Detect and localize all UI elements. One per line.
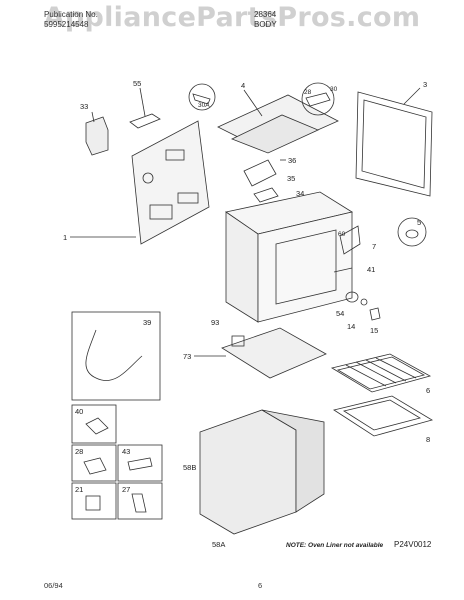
- callout-34: 34: [296, 189, 304, 198]
- callout-54: 54: [336, 309, 344, 318]
- part-58-insulation: [199, 409, 297, 535]
- part-36-shape: [243, 159, 277, 187]
- callout-28a: 28: [304, 89, 312, 96]
- detail-5-circle: [397, 217, 427, 247]
- callout-8: 8: [426, 435, 430, 444]
- publication-number: 5995214548: [44, 20, 89, 29]
- part-35-shape: [253, 187, 279, 203]
- callout-28b: 28: [75, 447, 83, 456]
- callout-1: 1: [63, 233, 67, 242]
- callout-6: 6: [426, 386, 430, 395]
- callout-58b: 58B: [183, 463, 196, 472]
- part-6-oven-rack: [330, 353, 432, 393]
- part-8-broiler-pan: [333, 395, 434, 437]
- part-73-panel: [221, 327, 327, 379]
- detail-30-circle: [301, 82, 335, 116]
- callout-4: 4: [241, 81, 245, 90]
- callout-27: 27: [122, 485, 130, 494]
- part-54-shape: [345, 291, 359, 303]
- callout-93: 93: [211, 318, 219, 327]
- wire-harness: [85, 329, 143, 381]
- callout-21: 21: [75, 485, 83, 494]
- callout-41: 41: [367, 265, 375, 274]
- callout-30a: 30A: [198, 102, 210, 109]
- watermark: AppliancePartsPros.com: [43, 2, 421, 33]
- callout-3: 3: [423, 80, 427, 89]
- callout-5: 5: [417, 218, 421, 227]
- callout-36: 36: [288, 156, 296, 165]
- part-3-side-panel: [355, 91, 433, 197]
- oven-body: [257, 211, 353, 323]
- part-1-back-panel: [131, 120, 210, 245]
- part-33-shape: [85, 116, 109, 156]
- footer-page: 6: [258, 581, 263, 590]
- part-39-box: [71, 311, 161, 401]
- callout-35: 35: [287, 174, 295, 183]
- drawing-code: P24V0012: [394, 540, 432, 549]
- part-21-box: [71, 482, 117, 520]
- part-27-box: [117, 482, 163, 520]
- publication-label: Publication No.: [44, 10, 98, 19]
- callout-30: 30: [330, 86, 338, 93]
- part-28-box: [71, 444, 117, 482]
- footer-date: 06/94: [44, 581, 63, 590]
- model-number: 28364: [254, 10, 277, 19]
- section-title: BODY: [254, 20, 277, 29]
- callout-43: 43: [122, 447, 130, 456]
- oven-liner-note: NOTE: Oven Liner not available: [286, 542, 384, 549]
- part-40-box: [71, 404, 117, 444]
- callout-55: 55: [133, 79, 141, 88]
- part-55-shape: [129, 113, 161, 129]
- part-43-box: [117, 444, 163, 482]
- detail-30a-circle: [188, 83, 216, 111]
- part-60-7-bracket: [339, 225, 361, 255]
- callout-73: 73: [183, 352, 191, 361]
- callout-60: 60: [338, 231, 346, 238]
- callout-14: 14: [347, 322, 355, 331]
- callout-58a: 58A: [212, 540, 225, 549]
- callout-40: 40: [75, 407, 83, 416]
- callout-7: 7: [372, 242, 376, 251]
- callout-33: 33: [80, 102, 88, 111]
- callout-39: 39: [143, 318, 151, 327]
- callout-15: 15: [370, 326, 378, 335]
